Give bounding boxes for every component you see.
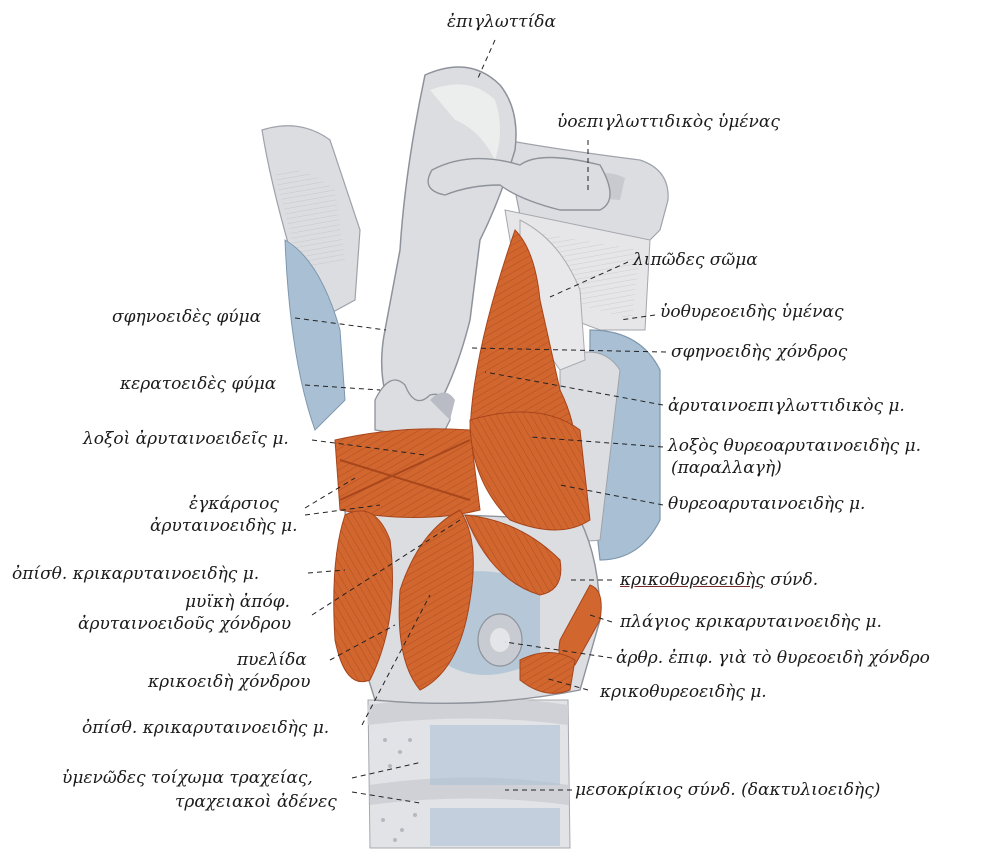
label-fat-body: λιπῶδες σῶμα — [633, 250, 758, 270]
trachea — [368, 698, 570, 849]
label-posterior-cricoarytenoid-bottom: ὀπίσθ. κρικαρυταινοειδὴς μ. — [82, 718, 329, 738]
label-muscular-process-2: ἀρυταινοειδοῦς χόνδρου — [78, 614, 291, 634]
label-cricoid-lamina-1: πυελίδα — [237, 650, 307, 670]
label-posterior-cricoarytenoid-top: ὀπίσθ. κρικαρυταινοειδὴς μ. — [12, 564, 259, 584]
label-tracheal-wall-1: ὑμενῶδες τοίχωμα τραχείας, — [62, 768, 313, 788]
label-cricothyroid-muscle: κρικοθυρεοειδὴς μ. — [600, 682, 767, 702]
label-lateral-cricoarytenoid: πλάγιος κρικαρυταινοειδὴς μ. — [620, 612, 882, 632]
label-muscular-process-1: μυϊκὴ ἀπόφ. — [185, 592, 290, 612]
cricothyroid-underlined: κρικοθυρεοειδὴς — [620, 570, 765, 590]
label-epiglottis: ἐπιγλωττίδα — [447, 12, 556, 32]
label-variation: (παραλλαγὴ) — [671, 458, 782, 478]
label-oblique-thyroarytenoid: λοξὸς θυρεοαρυταινοειδὴς μ. — [668, 436, 921, 456]
label-aryepiglottic-muscle: ἀρυταινοεπιγλωττιδικὸς μ. — [668, 396, 905, 416]
label-thyroarytenoid: θυρεοαρυταινοειδὴς μ. — [668, 494, 865, 514]
label-annular-ligament: μεσοκρίκιος σύνδ. (δακτυλιοειδὴς) — [575, 780, 880, 800]
label-cuneiform-tubercle: σφηνοειδὲς φύμα — [112, 307, 261, 327]
ligament-abbrev: σύνδ. — [765, 570, 818, 590]
label-cuneiform-cartilage: σφηνοειδὴς χόνδρος — [671, 342, 847, 362]
label-oblique-arytenoid: λοξοὶ ἀρυταινοειδεῖς μ. — [83, 429, 289, 449]
label-cricoid-lamina-2: κρικοειδὴ χόνδρου — [148, 672, 310, 692]
label-transverse-arytenoid-2: ἀρυταινοειδὴς μ. — [150, 516, 298, 536]
label-cricothyroid-ligament: κρικοθυρεοειδὴς σύνδ. — [620, 570, 818, 590]
label-transverse-arytenoid-1: ἐγκάρσιος — [189, 494, 279, 514]
label-articular-facet: ἀρθρ. ἐπιφ. γιὰ τὸ θυρεοειδὴ χόνδρο — [616, 648, 930, 668]
label-hyoepiglottic-membrane: ὑοεπιγλωττιδικὸς ὑμένας — [557, 112, 780, 132]
label-corniculate-tubercle: κερατοειδὲς φύμα — [120, 374, 276, 394]
label-thyrohyoid-membrane: ὑοθυρεοειδὴς ὑμένας — [660, 302, 843, 322]
label-tracheal-wall-2: τραχειακοὶ ἀδένες — [175, 792, 337, 812]
